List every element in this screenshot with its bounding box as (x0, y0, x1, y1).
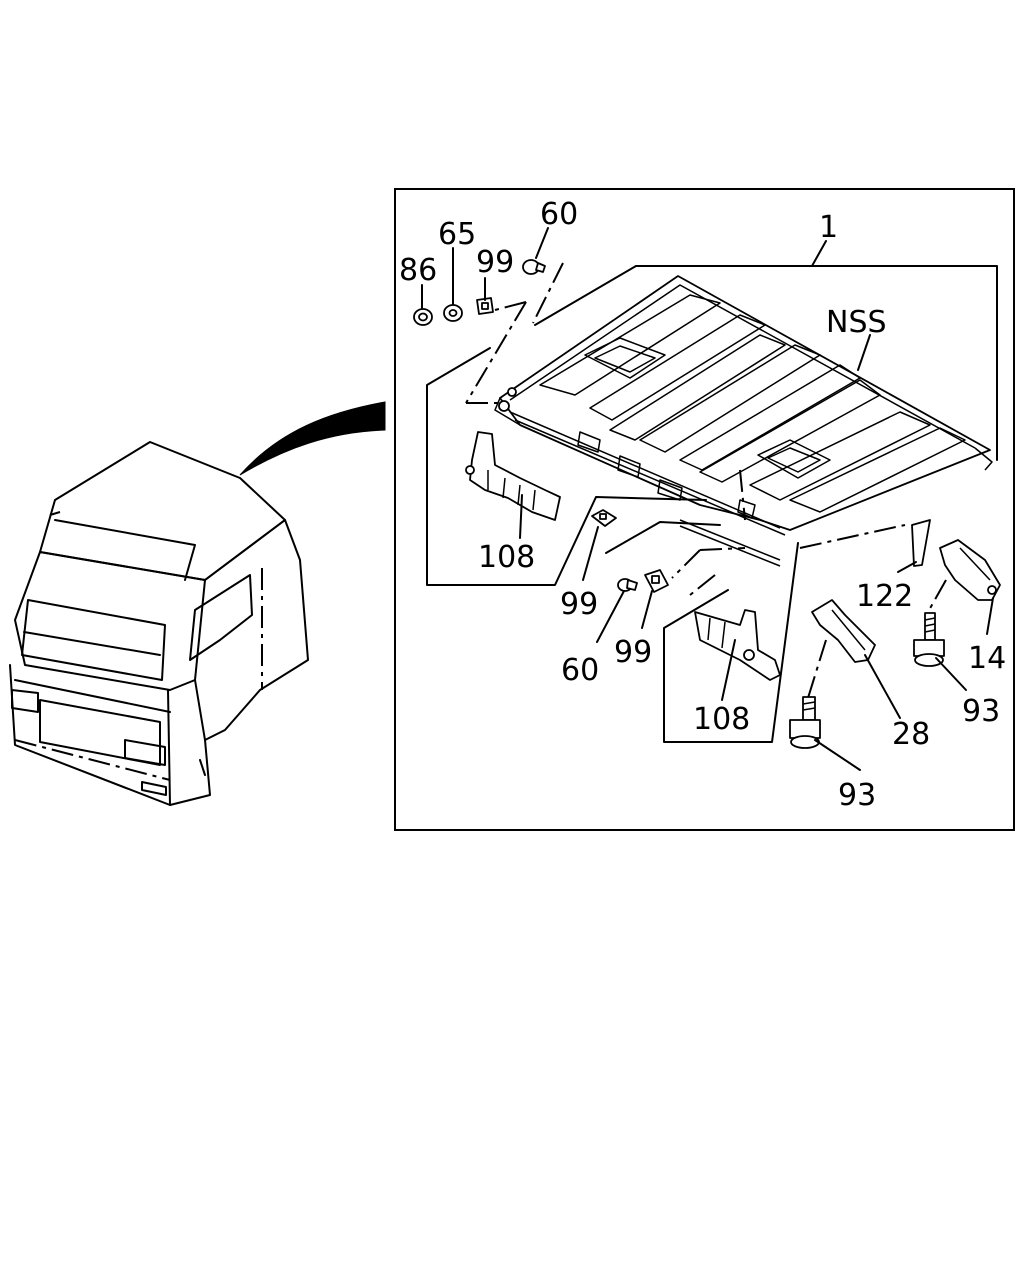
part-65-washer (443, 304, 463, 322)
part-14-bracket (939, 539, 1001, 601)
part-86-nut (413, 308, 433, 326)
callout-99-mid: 99 (560, 587, 598, 622)
part-99-clip-low (644, 569, 669, 593)
callout-99-low: 99 (614, 635, 652, 670)
callout-86: 86 (399, 253, 437, 288)
part-122-pin (911, 519, 931, 567)
callout-65: 65 (438, 217, 476, 252)
callout-93-bottom: 93 (838, 778, 876, 813)
callout-99-top: 99 (476, 245, 514, 280)
assembly-outline (635, 265, 998, 461)
callout-nss: NSS (826, 305, 887, 340)
truck-cab-overview (9, 441, 309, 806)
detail-frame (394, 188, 1015, 831)
part-60-bolt-top (522, 259, 546, 275)
part-93-bolt-right (913, 612, 945, 667)
leader-lines (421, 227, 994, 771)
part-60-bolt-mid (617, 578, 638, 592)
callout-28: 28 (892, 717, 930, 752)
callout-14: 14 (968, 641, 1006, 676)
callout-1: 1 (819, 210, 838, 245)
callout-60-top: 60 (540, 197, 578, 232)
callout-labels: 1 NSS 60 65 99 86 108 99 99 60 108 122 1… (399, 197, 1006, 813)
detail-pointer-arrow (239, 401, 386, 476)
part-108-bracket-right (694, 609, 781, 681)
part-108-bracket-left (465, 431, 561, 521)
part-99-clip-mid (591, 509, 617, 527)
callout-60-low: 60 (561, 653, 599, 688)
part-99-clip-top (476, 297, 494, 315)
roof-panel (494, 275, 993, 567)
callout-108-right: 108 (693, 702, 750, 737)
callout-93-right: 93 (962, 694, 1000, 729)
callout-108-left: 108 (478, 540, 535, 575)
callout-122: 122 (856, 579, 913, 614)
part-93-bolt-bottom (789, 696, 821, 749)
